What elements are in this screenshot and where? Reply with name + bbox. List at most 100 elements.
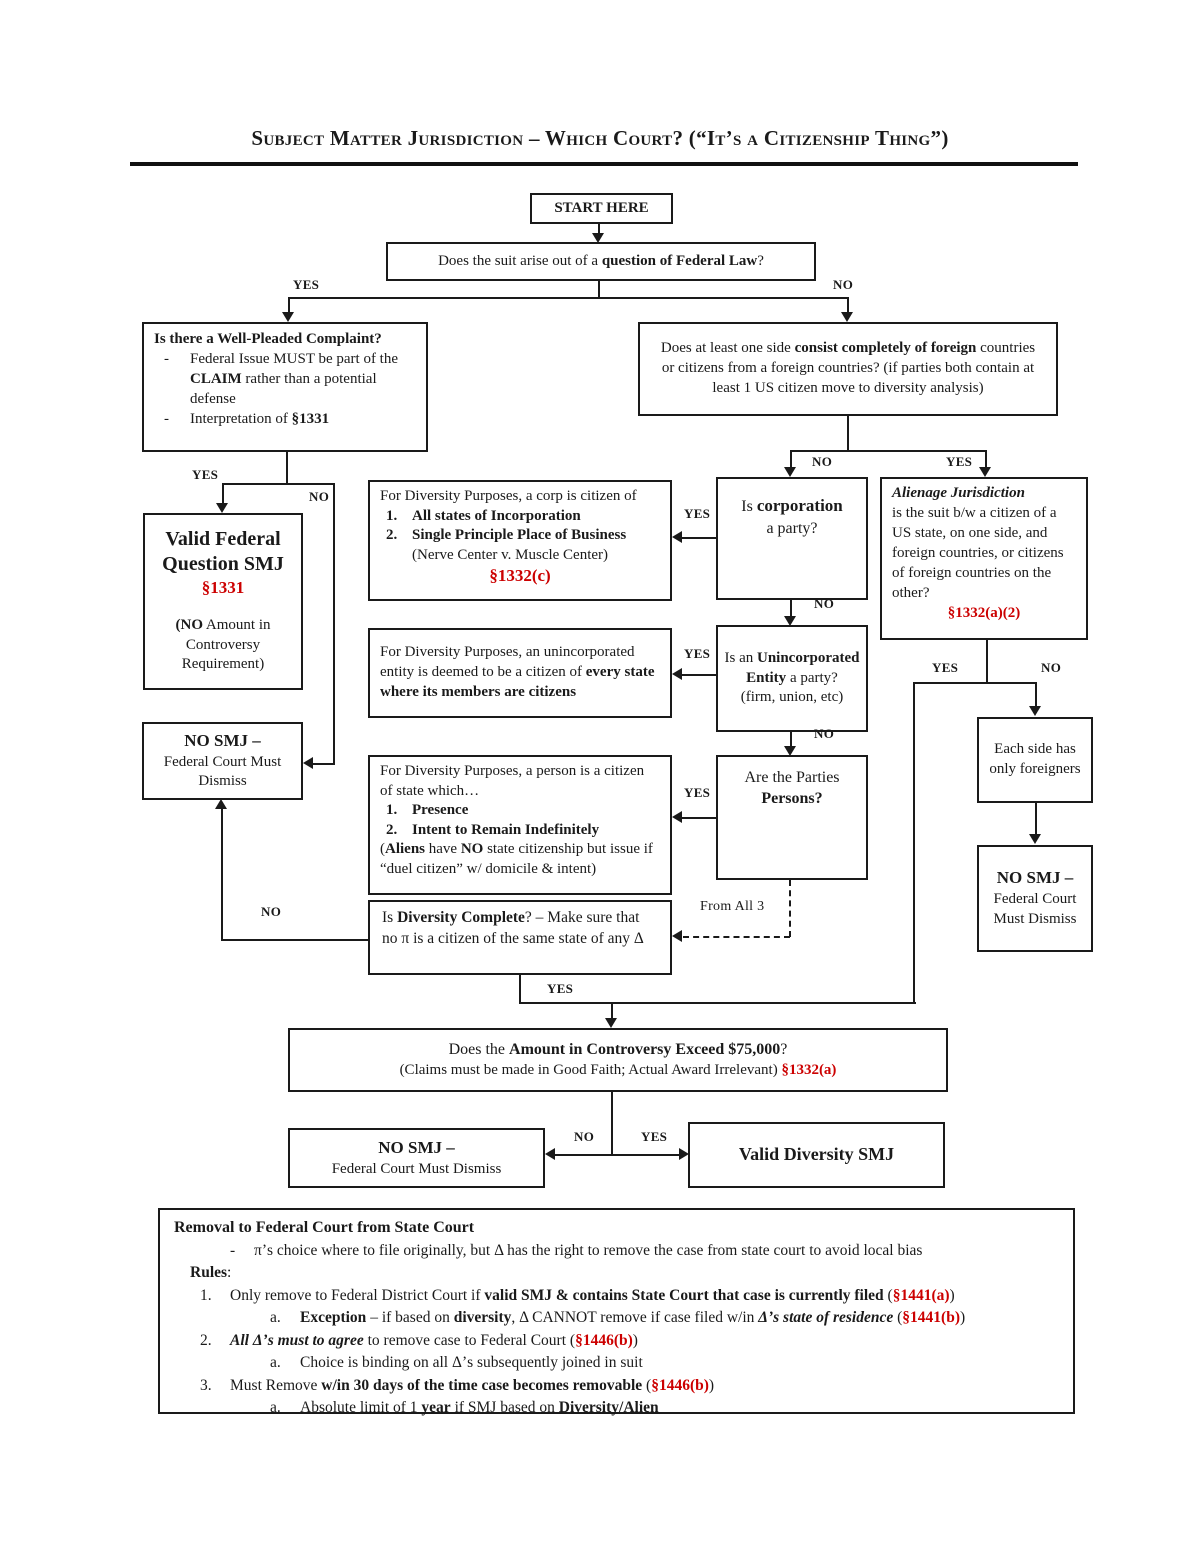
- no-label: NO: [261, 904, 282, 919]
- unincorporated-rule-box: For Diversity Purposes, an unincorporate…: [368, 628, 672, 718]
- result-title: NO SMJ –Federal Court Must Dismiss: [987, 867, 1083, 930]
- removal-rule-3a: a. Absolute limit of 1 year if SMJ based …: [174, 1397, 1059, 1420]
- result-title: Valid Diversity SMJ: [738, 1144, 895, 1165]
- no-label: NO: [812, 454, 833, 469]
- letter-marker: a.: [270, 1354, 281, 1371]
- result-note: (NO Amount in Controversy Requirement): [145, 616, 301, 676]
- arrow-left-icon: [672, 811, 682, 823]
- seg: Is there a: [154, 331, 218, 347]
- statute-cite-1441a: §1441(a): [892, 1286, 950, 1304]
- arrow-down-icon: [979, 467, 991, 477]
- seg-bold: Single Principle Place of Business: [412, 527, 627, 543]
- result-title: Valid Federal Question SMJ: [162, 528, 284, 575]
- removal-rule-1: 1.Only remove to Federal District Court …: [174, 1285, 1059, 1308]
- seg: have: [425, 841, 461, 857]
- question-federal-law-box: Does the suit arise out of a question of…: [386, 242, 816, 281]
- removal-rule-1a: a. Exception – if based on diversity, Δ C…: [174, 1307, 1059, 1330]
- arrow-left-icon: [672, 930, 682, 942]
- dash-marker: -: [164, 350, 169, 367]
- question-line-1: Does the Amount in Controversy Exceed $7…: [290, 1039, 946, 1060]
- question-text: Is an Unincorporated Entity a party?(fir…: [724, 649, 860, 709]
- dash-marker: -: [230, 1241, 236, 1259]
- seg: Federal Court Must Dismiss: [331, 1160, 502, 1177]
- rule-note: (Aliens have NO state citizenship but is…: [380, 840, 660, 879]
- numbered-item: 2.Intent to Remain Indefinitely: [380, 821, 660, 841]
- seg: a party?: [766, 519, 818, 537]
- seg: ?: [374, 331, 382, 347]
- seg-bold: valid SMJ & contains State Court that ca…: [484, 1286, 884, 1304]
- seg-bold: Rules: [190, 1264, 228, 1281]
- seg: Only remove to Federal District Court if: [230, 1286, 485, 1304]
- box-body: is the suit b/w a citizen of a US state,…: [892, 504, 1064, 601]
- no-smj-bottom-box: NO SMJ – Federal Court Must Dismiss: [288, 1128, 545, 1188]
- connector: [1035, 682, 1037, 707]
- connector: [554, 1154, 684, 1156]
- seg: ): [632, 1331, 638, 1349]
- seg: (: [893, 1309, 903, 1326]
- rule-text: Absolute limit of 1 year if SMJ based on…: [300, 1397, 659, 1420]
- seg: π’s choice where to file originally, but…: [254, 1241, 923, 1259]
- removal-rule-3: 3.Must Remove w/in 30 days of the time c…: [174, 1375, 1059, 1398]
- yes-label: YES: [946, 454, 973, 469]
- question-line-2: (Claims must be made in Good Faith; Actu…: [290, 1061, 946, 1081]
- seg: Federal Court Must Dismiss: [993, 891, 1077, 927]
- connector: [598, 281, 600, 297]
- yes-label: YES: [684, 646, 711, 661]
- arrow-down-icon: [841, 312, 853, 322]
- seg: Interpretation of: [190, 410, 292, 427]
- no-label: NO: [574, 1129, 595, 1144]
- connector: [288, 297, 849, 299]
- connector: [847, 416, 849, 452]
- seg: rather than a potential defense: [190, 370, 377, 407]
- arrow-up-icon: [215, 799, 227, 809]
- person-citizenship-rule-box: For Diversity Purposes, a person is a ci…: [368, 755, 672, 895]
- question-unincorporated-box: Is an Unincorporated Entity a party?(fir…: [716, 625, 868, 732]
- seg: (Claims must be made in Good Faith; Actu…: [399, 1061, 782, 1078]
- seg-bold: NO SMJ –: [378, 1137, 455, 1157]
- seg-bold: Well-Pleaded Complaint: [217, 331, 375, 347]
- rule-text: Exception – if based on diversity, Δ CAN…: [300, 1307, 965, 1330]
- item-text: Single Principle Place of Business(Nerve…: [412, 526, 626, 565]
- number-marker: 1.: [386, 507, 398, 524]
- seg: Is: [741, 498, 757, 515]
- arrow-down-icon: [1029, 706, 1041, 716]
- no-label: NO: [814, 596, 835, 611]
- removal-rules-label: Rules:: [174, 1262, 1059, 1285]
- corp-citizenship-rule-box: For Diversity Purposes, a corp is citize…: [368, 480, 672, 601]
- rule-intro: For Diversity Purposes, a person is a ci…: [380, 763, 645, 799]
- seg-bold: w/in 30 days of the time case becomes re…: [321, 1376, 643, 1394]
- connector: [681, 674, 716, 676]
- box-text: Each side has only foreigners: [989, 741, 1081, 777]
- no-label: NO: [814, 726, 835, 741]
- statute-cite: §1331: [291, 410, 330, 427]
- seg-bold: question of Federal Law: [601, 252, 758, 269]
- connector: [1035, 803, 1037, 835]
- arrow-down-icon: [784, 467, 796, 477]
- page-title: Subject Matter Jurisdiction – Which Cour…: [251, 126, 949, 150]
- letter-marker: a.: [270, 1309, 281, 1326]
- no-label: NO: [833, 277, 854, 292]
- result-title: NO SMJ –Federal Court Must Dismiss: [144, 730, 301, 793]
- seg: (: [380, 841, 385, 857]
- seg: (: [175, 616, 181, 633]
- statute-cite-1332c: §1332(c): [489, 566, 551, 585]
- connector-start: [598, 224, 600, 236]
- arrow-left-icon: [672, 531, 682, 543]
- box-title: Is there a Well-Pleaded Complaint?: [154, 330, 416, 350]
- connector: [913, 682, 1037, 684]
- removal-rule-2a: a.Choice is binding on all Δ’s subsequen…: [174, 1352, 1059, 1375]
- dash-marker: -: [164, 410, 169, 427]
- seg-bold: Persons: [761, 790, 815, 808]
- seg: Does at least one side: [660, 340, 795, 357]
- letter-marker: a.: [270, 1399, 281, 1416]
- seg: – if based on: [366, 1309, 454, 1326]
- connector: [681, 817, 716, 819]
- seg-bold: diversity: [453, 1309, 512, 1326]
- numbered-item: 2.Single Principle Place of Business(Ner…: [380, 526, 660, 565]
- bullet-item: - Interpretation of §1331: [154, 410, 416, 430]
- seg: (: [642, 1376, 652, 1394]
- no-label: NO: [1041, 660, 1062, 675]
- bullet-item: - Federal Issue MUST be part of the CLAI…: [154, 350, 416, 410]
